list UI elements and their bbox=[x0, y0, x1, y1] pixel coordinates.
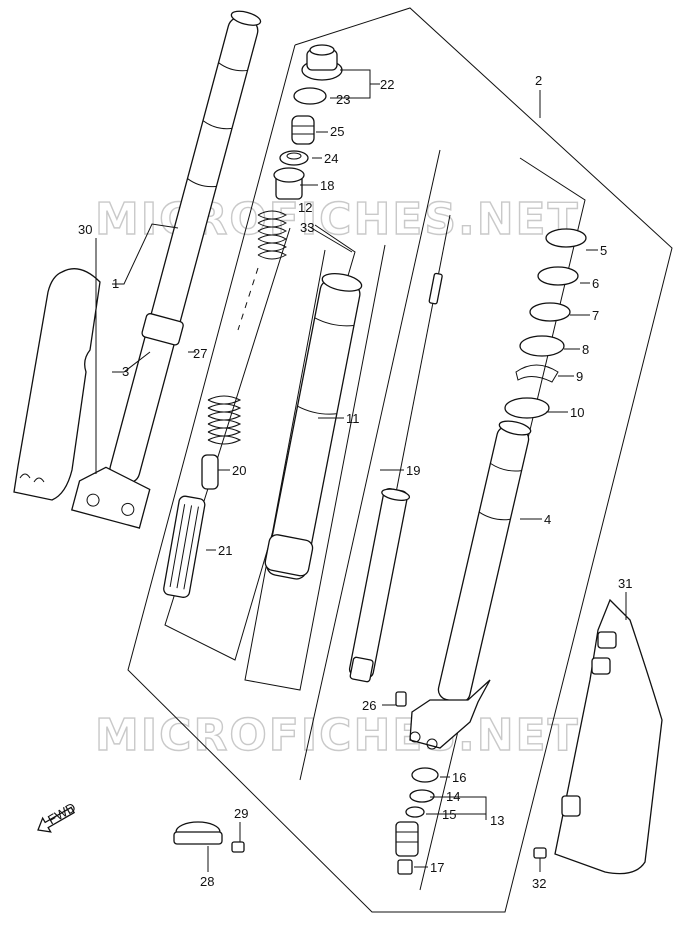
leader-lines bbox=[95, 69, 627, 872]
callout-16: 16 bbox=[452, 770, 466, 785]
washer-7 bbox=[529, 302, 571, 322]
o-ring-15 bbox=[405, 806, 425, 818]
base-valve-13 bbox=[395, 821, 419, 857]
assembly-frame bbox=[127, 7, 673, 913]
callout-21: 21 bbox=[218, 543, 232, 558]
callout-33: 33 bbox=[300, 220, 314, 235]
callout-20: 20 bbox=[232, 463, 246, 478]
callout-29: 29 bbox=[234, 806, 248, 821]
cap-bolt bbox=[301, 44, 343, 81]
callout-26: 26 bbox=[362, 698, 376, 713]
damper-rod bbox=[348, 214, 451, 683]
inner-tube bbox=[264, 273, 363, 580]
callout-24: 24 bbox=[324, 151, 338, 166]
bolt-32 bbox=[533, 847, 547, 859]
callout-9: 9 bbox=[576, 369, 583, 384]
callout-10: 10 bbox=[570, 405, 584, 420]
spacer-collar bbox=[273, 167, 305, 200]
callout-22: 22 bbox=[380, 77, 394, 92]
spring-guide bbox=[201, 454, 219, 490]
callout-12: 12 bbox=[298, 200, 312, 215]
fork-guard-right bbox=[554, 598, 663, 875]
callout-31: 31 bbox=[618, 576, 632, 591]
callout-18: 18 bbox=[320, 178, 334, 193]
callout-11: 11 bbox=[346, 411, 360, 426]
fork-guard-left bbox=[13, 268, 101, 501]
callout-7: 7 bbox=[592, 308, 599, 323]
gasket-16 bbox=[411, 767, 439, 783]
callout-17: 17 bbox=[430, 860, 444, 875]
stopper-ring-9 bbox=[515, 364, 559, 383]
callout-30: 30 bbox=[78, 222, 92, 237]
callout-15: 15 bbox=[442, 807, 456, 822]
fork-spring-upper bbox=[237, 210, 288, 331]
spring-seat bbox=[279, 150, 309, 166]
bolt-17 bbox=[397, 859, 413, 875]
callout-13: 13 bbox=[490, 813, 504, 828]
o-ring-14 bbox=[409, 789, 435, 803]
callout-27: 27 bbox=[193, 346, 207, 361]
watermark-bottom: MICROFICHES.NET bbox=[95, 710, 580, 761]
rubber-stopper bbox=[291, 115, 315, 145]
callout-1: 1 bbox=[112, 276, 119, 291]
oil-seal-8 bbox=[519, 335, 565, 357]
callout-6: 6 bbox=[592, 276, 599, 291]
bolt-29 bbox=[231, 841, 245, 853]
bushing-5 bbox=[545, 228, 587, 248]
watermark-top: MICROFICHES.NET bbox=[95, 194, 580, 245]
callout-8: 8 bbox=[582, 342, 589, 357]
bolt-26 bbox=[395, 691, 407, 707]
dust-seal-10 bbox=[504, 397, 550, 419]
callout-2: 2 bbox=[535, 73, 542, 88]
callout-25: 25 bbox=[330, 124, 344, 139]
callout-23: 23 bbox=[336, 92, 350, 107]
fwd-arrow-icon: FWD bbox=[37, 800, 78, 833]
callout-3: 3 bbox=[122, 364, 129, 379]
fork-spring-lower bbox=[207, 395, 242, 445]
callout-28: 28 bbox=[200, 874, 214, 889]
callout-labels: 30 1 3 27 22 23 25 24 18 12 33 2 5 6 7 8… bbox=[78, 73, 632, 891]
o-ring bbox=[293, 87, 327, 105]
outer-tube bbox=[70, 10, 262, 529]
outer-tube-lower bbox=[437, 420, 532, 704]
axle-holder bbox=[409, 679, 491, 750]
callout-14: 14 bbox=[446, 789, 460, 804]
callout-5: 5 bbox=[600, 243, 607, 258]
callout-19: 19 bbox=[406, 463, 420, 478]
fwd-label: FWD bbox=[45, 800, 78, 828]
bushing-6 bbox=[537, 266, 579, 286]
clamp-28 bbox=[173, 821, 223, 845]
callout-4: 4 bbox=[544, 512, 551, 527]
callout-32: 32 bbox=[532, 876, 546, 891]
oil-lock-piece bbox=[163, 495, 206, 598]
